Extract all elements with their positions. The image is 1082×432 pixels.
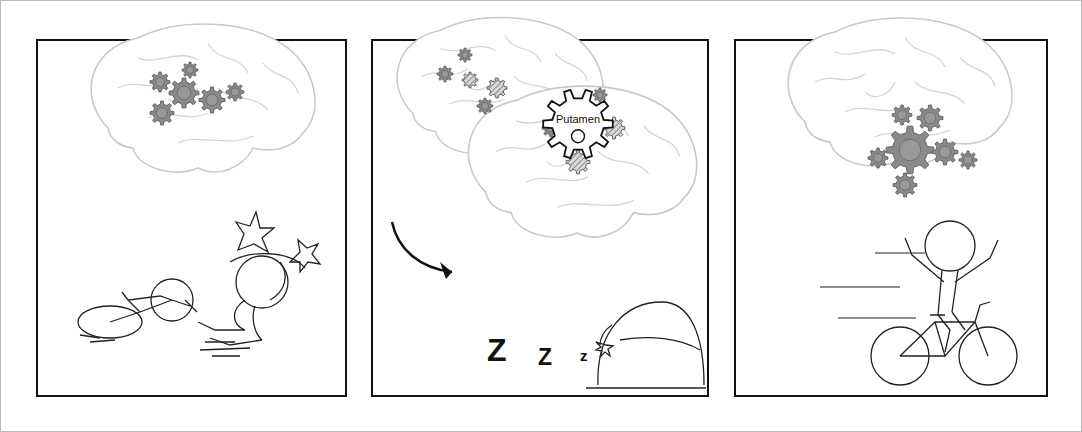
gear-icon <box>169 78 199 108</box>
sleep-letter: Z <box>538 346 552 369</box>
brain-outline <box>91 24 315 172</box>
gear-icon <box>892 105 912 125</box>
gear-hub <box>898 111 907 120</box>
arrow-head <box>440 262 452 279</box>
gear-hub <box>900 180 911 191</box>
gear-icon <box>150 101 174 125</box>
gear-hub <box>899 139 921 161</box>
gear-hub <box>462 52 468 58</box>
gear-hub <box>874 154 883 163</box>
gear-hub <box>481 102 488 109</box>
riding-child <box>871 221 1017 385</box>
sleep-letter: Z <box>487 334 507 366</box>
gear-node: Putamen <box>542 88 614 160</box>
gear-icon <box>182 62 198 78</box>
speed-lines <box>820 253 925 318</box>
gear-icon <box>593 88 607 102</box>
gear-hub <box>186 66 193 73</box>
brain-outline <box>468 86 696 237</box>
gear-icon <box>893 173 917 197</box>
gear-hub <box>964 156 972 164</box>
gear-hub <box>924 112 936 124</box>
fallen-child <box>78 212 320 356</box>
gear-hub <box>597 92 603 98</box>
gear-icon <box>458 48 472 62</box>
sleep-letter: z <box>580 348 588 363</box>
gear-icon <box>959 151 977 169</box>
gear-icon <box>150 72 170 92</box>
gear-icon <box>932 139 958 165</box>
gear-icon <box>226 83 244 101</box>
gear-hub <box>177 86 191 100</box>
gear-icon <box>199 87 225 113</box>
gear-icon <box>868 148 888 168</box>
gear-icon <box>462 72 478 88</box>
gear-hub <box>441 70 448 77</box>
gear-hub <box>206 94 218 106</box>
gear-icon <box>886 126 934 174</box>
gear-hub <box>231 88 239 96</box>
gear-icon <box>437 66 453 82</box>
gear-icon <box>487 78 507 98</box>
gear-icon <box>477 98 493 114</box>
gear-icon <box>917 105 943 131</box>
sleeping-figure <box>586 302 706 388</box>
gear-hub <box>156 78 165 87</box>
gear-hub <box>939 146 951 158</box>
gear-hub <box>157 108 168 119</box>
region-label: Putamen <box>556 113 600 125</box>
